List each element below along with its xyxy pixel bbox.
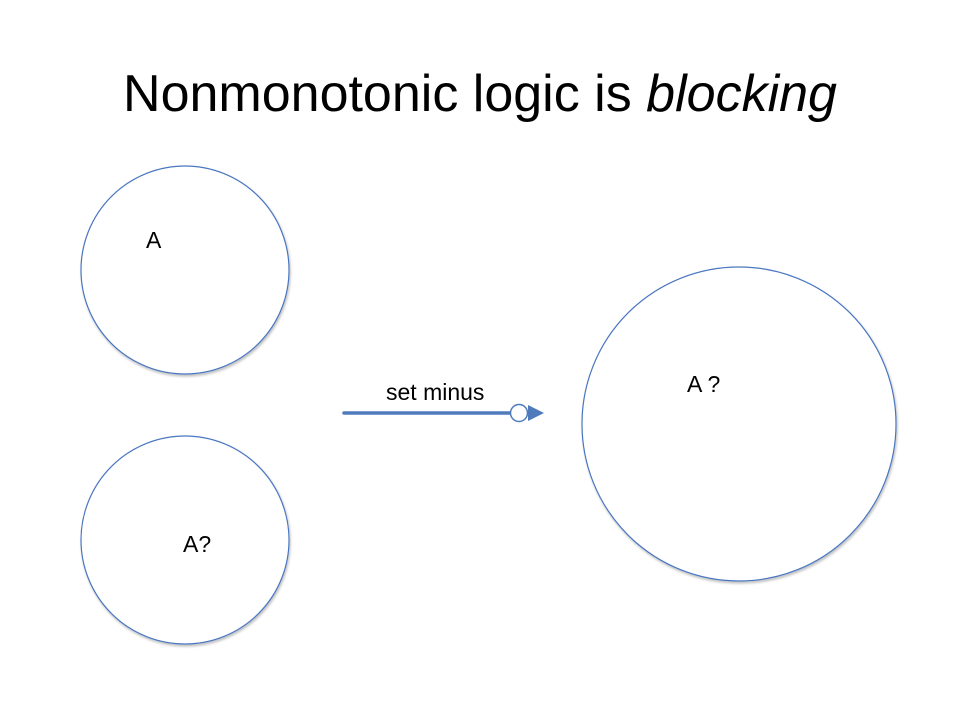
title-main-text: Nonmonotonic logic is [123,65,647,123]
set-minus-arrow [342,403,544,423]
arrow-handle-circle [509,403,529,423]
label-a-question: A? [183,531,212,557]
arrow-head [528,405,544,421]
circle-bottom-left [80,435,290,645]
slide-title: Nonmonotonic logic is blocking [0,62,960,126]
label-a-space-question: A ? [687,371,721,397]
arrow-label-set-minus: set minus [386,379,485,405]
circle-top-left [80,165,290,375]
circle-right [581,266,897,582]
title-emphasis-text: blocking [646,65,837,123]
label-a: A [146,227,162,253]
